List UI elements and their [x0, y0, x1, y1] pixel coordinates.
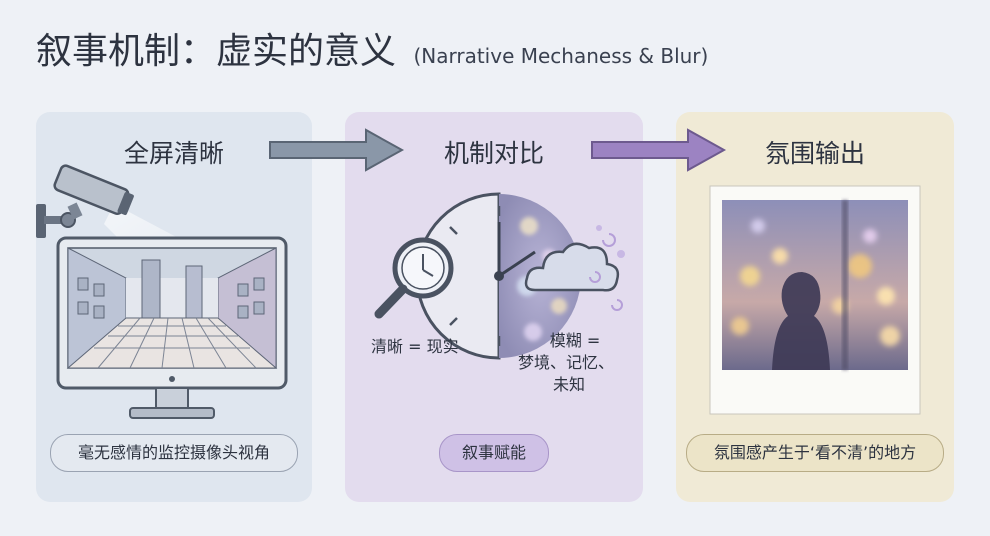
panel-mechanism-compare: 机制对比 — [345, 112, 643, 502]
caption-pill-surveillance: 毫无感情的监控摄像头视角 — [50, 434, 298, 472]
title-main: 叙事机制：虚实的意义 — [36, 31, 397, 72]
panel-atmosphere-output: 氛围输出 氛围感产生于‘看不清’的 — [676, 112, 954, 502]
blur-label-line2: 梦境、记忆、 — [517, 353, 614, 372]
page-title: 叙事机制：虚实的意义 (Narrative Mechaness & Blur) — [36, 22, 708, 74]
monitor-icon — [56, 236, 288, 419]
title-subtitle: (Narrative Mechaness & Blur) — [413, 44, 709, 68]
panel-heading-mechanism: 机制对比 — [443, 139, 544, 168]
blur-label-line1: 模糊 = — [549, 331, 601, 350]
blur-equals-label: 模糊 = 梦境、记忆、 未知 — [501, 330, 631, 396]
panel-heading-full-clear: 全屏清晰 — [123, 139, 224, 168]
clear-equals-reality-label: 清晰 = 现实 — [371, 337, 459, 356]
panel-heading-atmosphere: 氛围输出 — [764, 139, 865, 168]
caption-pill-narrative: 叙事赋能 — [439, 434, 549, 472]
bokeh-photo-image — [709, 185, 921, 415]
magnifying-glass-icon — [374, 237, 454, 319]
panel-full-clear: 全屏清晰 — [36, 112, 312, 502]
caption-pill-atmosphere: 氛围感产生于‘看不清’的地方 — [686, 434, 944, 472]
dream-cloud-icon — [524, 225, 625, 311]
arrow-right-icon-1 — [269, 128, 405, 172]
arrow-right-icon-2 — [591, 128, 727, 172]
blur-label-line3: 未知 — [552, 375, 585, 394]
half-blur-clock-icon — [415, 192, 581, 360]
